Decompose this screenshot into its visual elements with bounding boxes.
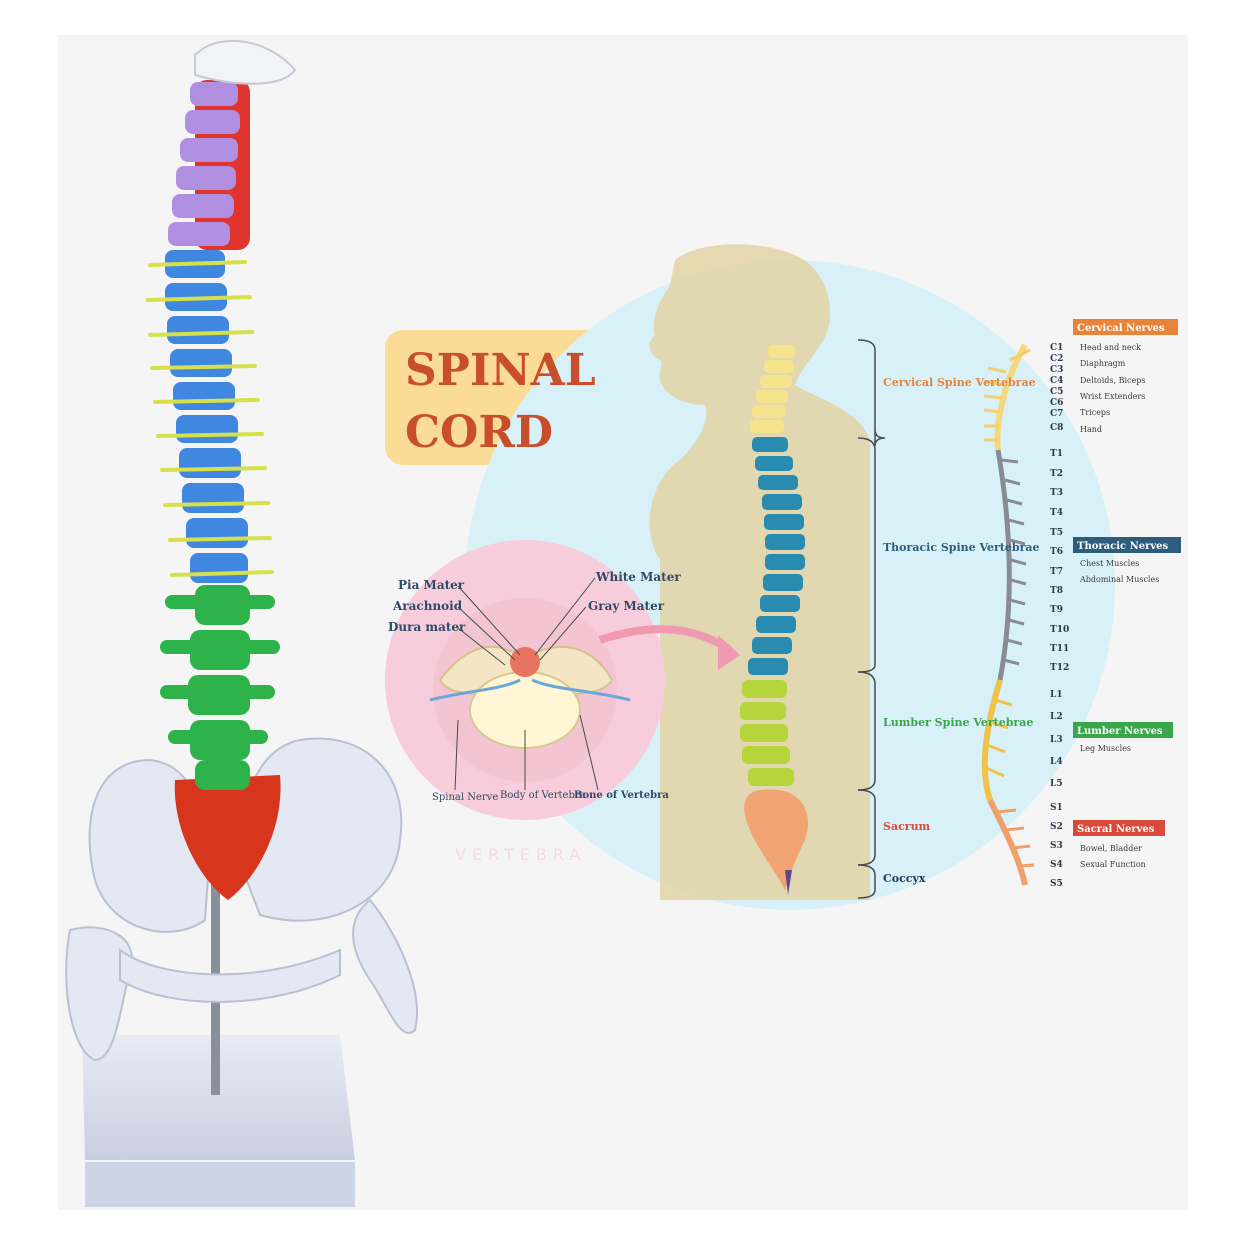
cervical-item-6: Hand (1080, 425, 1102, 434)
spine-diagram (740, 339, 886, 899)
cervical-item-3: Deltoids, Biceps (1080, 376, 1146, 385)
level-l1: L1 (1050, 690, 1063, 700)
cervical-nerve-roots (983, 348, 1031, 442)
title-line2: CORD (405, 407, 553, 458)
level-c4: C4 (1050, 376, 1063, 386)
sacral-nerve-roots (997, 808, 1035, 868)
thoracic-nerves-title: Thoracic Nerves (1077, 541, 1169, 552)
region-thoracic: Thoracic Spine Vertebrae (883, 541, 1040, 554)
sacral-item-2: Sexual Function (1080, 860, 1146, 869)
cervical-nerves-title: Cervical Nerves (1077, 323, 1165, 334)
level-t4: T4 (1050, 508, 1063, 518)
region-brackets (857, 339, 886, 899)
region-coccyx: Coccyx (883, 872, 926, 885)
level-c8: C8 (1050, 423, 1063, 433)
nerve-group-titles: Cervical Nerves Thoracic Nerves Lumber N… (1077, 323, 1169, 835)
diagram-coccyx (785, 870, 792, 895)
diagram-lumbar (740, 680, 794, 786)
sacral-nerves-title: Sacral Nerves (1077, 824, 1155, 835)
pelvis (65, 737, 418, 1062)
level-s5: S5 (1050, 879, 1063, 889)
label-spinal-nerve: Spinal Nerve (432, 792, 498, 803)
level-s2: S2 (1050, 822, 1063, 832)
diagram-sacrum (744, 789, 808, 890)
label-white-mater: White Mater (595, 570, 681, 584)
model-base (82, 1035, 355, 1160)
sacral-nerves-header-bg (1073, 820, 1165, 836)
level-c1: C1 (1050, 343, 1063, 353)
support-rod (211, 820, 220, 1095)
level-t11: T11 (1050, 644, 1069, 654)
nerve-group-items: Head and neck Diaphragm Deltoids, Biceps… (1079, 343, 1159, 869)
label-dura-mater: Dura mater (388, 620, 466, 634)
nerve-diagram (981, 343, 1035, 886)
level-s1: S1 (1050, 803, 1063, 813)
level-c7: C7 (1050, 409, 1063, 419)
level-l2: L2 (1050, 712, 1063, 722)
diagram-thoracic (748, 437, 805, 675)
spine-model (65, 39, 418, 1207)
label-gray-mater: Gray Mater (588, 599, 665, 613)
cross-section-leader-lines (454, 577, 599, 791)
level-t10: T10 (1050, 625, 1069, 635)
level-t6: T6 (1050, 547, 1063, 557)
sacral-item-1: Bowel, Bladder (1080, 844, 1142, 853)
label-pia-mater: Pia Mater (398, 578, 465, 592)
cervical-nerves-header-bg (1073, 319, 1178, 335)
label-arachnoid: Arachnoid (392, 599, 463, 613)
level-t8: T8 (1050, 586, 1063, 596)
lumbar-item-1: Leg Muscles (1080, 744, 1131, 753)
region-sacrum: Sacrum (883, 820, 931, 833)
level-t5: T5 (1050, 528, 1063, 538)
level-t7: T7 (1050, 567, 1063, 577)
cervical-item-1: Head and neck (1080, 343, 1141, 352)
thoracic-nerves-header-bg (1073, 537, 1181, 553)
level-c2: C2 (1050, 354, 1063, 364)
diagram-cervical (750, 345, 796, 433)
level-s3: S3 (1050, 841, 1063, 851)
lumbar-nerves-title: Lumber Nerves (1077, 726, 1163, 737)
spine-region-labels: Cervical Spine Vertebrae Thoracic Spine … (883, 376, 1040, 885)
level-l3: L3 (1050, 735, 1063, 745)
human-silhouette (649, 244, 870, 900)
model-lumbar (160, 585, 280, 790)
level-l4: L4 (1050, 757, 1063, 767)
model-thoracic (165, 250, 248, 583)
vertebra-caption: VERTEBRA (455, 845, 586, 864)
thoracic-item-2: Abdominal Muscles (1079, 575, 1159, 584)
model-thoracic-nerves (146, 260, 274, 577)
level-c6: C6 (1050, 398, 1063, 408)
level-t1: T1 (1050, 449, 1063, 459)
cervical-item-4: Wrist Extenders (1080, 392, 1145, 401)
cervical-item-5: Triceps (1080, 408, 1110, 417)
model-cervical (168, 39, 297, 250)
level-c3: C3 (1050, 365, 1063, 375)
nerve-level-labels: C1 C2 C3 C4 C5 C6 C7 C8 T1 T2 T3 T4 T5 T… (1050, 343, 1069, 889)
region-cervical: Cervical Spine Vertebrae (883, 376, 1036, 389)
model-sacrum (174, 775, 281, 900)
model-base-edge (85, 1162, 355, 1207)
label-bone-of-vertebra: Bone of Vertebra (574, 790, 669, 801)
level-t2: T2 (1050, 469, 1063, 479)
level-c5: C5 (1050, 387, 1063, 397)
cross-section-bottom-labels: Spinal Nerve Body of Vertebra Bone of Ve… (432, 790, 669, 803)
cross-section-labels: Pia Mater Arachnoid Dura mater White Mat… (388, 570, 681, 634)
level-l5: L5 (1050, 779, 1063, 789)
thoracic-nerve-roots (1001, 458, 1027, 666)
title-line1: SPINAL (405, 345, 596, 396)
level-t12: T12 (1050, 663, 1069, 673)
lumbar-nerves-header-bg (1073, 722, 1173, 738)
level-t9: T9 (1050, 605, 1063, 615)
label-body-of-vertebra: Body of Vertebra (500, 790, 586, 801)
lumbar-nerve-roots (985, 698, 1013, 778)
thoracic-item-1: Chest Muscles (1080, 559, 1139, 568)
level-t3: T3 (1050, 488, 1063, 498)
level-s4: S4 (1050, 860, 1063, 870)
region-lumbar: Lumber Spine Vertebrae (883, 716, 1033, 729)
cervical-item-2: Diaphragm (1080, 359, 1126, 368)
